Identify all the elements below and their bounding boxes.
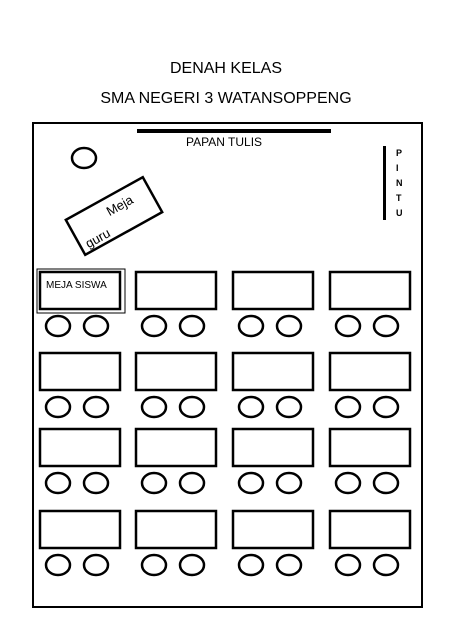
student-chair — [275, 471, 303, 495]
student-desk — [328, 351, 412, 392]
door — [383, 146, 386, 220]
student-desk — [38, 427, 122, 468]
student-chair — [237, 314, 265, 338]
student-desk — [38, 509, 122, 550]
student-desk-label: MEJA SISWA — [46, 280, 107, 291]
student-chair — [140, 553, 168, 577]
page-title: DENAH KELAS — [169, 60, 283, 77]
student-chair — [178, 395, 206, 419]
student-chair — [44, 314, 72, 338]
teacher-chair — [70, 146, 98, 170]
student-chair — [178, 471, 206, 495]
student-desk-label-frame — [36, 268, 126, 314]
student-chair — [372, 553, 400, 577]
student-chair — [44, 395, 72, 419]
student-chair — [275, 395, 303, 419]
student-chair — [44, 471, 72, 495]
student-chair — [372, 395, 400, 419]
student-chair — [140, 314, 168, 338]
student-desk — [134, 270, 218, 311]
student-chair — [237, 471, 265, 495]
student-chair — [334, 395, 362, 419]
student-chair — [334, 553, 362, 577]
door-letter: I — [396, 163, 399, 173]
student-chair — [372, 471, 400, 495]
student-chair — [334, 314, 362, 338]
student-desk — [328, 509, 412, 550]
student-chair — [334, 471, 362, 495]
student-chair — [140, 471, 168, 495]
student-chair — [178, 314, 206, 338]
student-chair — [82, 553, 110, 577]
student-desk — [134, 351, 218, 392]
student-chair — [237, 395, 265, 419]
student-desk — [134, 427, 218, 468]
student-desk — [328, 270, 412, 311]
whiteboard-label: PAPAN TULIS — [186, 135, 262, 149]
student-desk — [231, 427, 315, 468]
student-chair — [178, 553, 206, 577]
student-desk — [231, 351, 315, 392]
student-desk-grid: MEJA SISWA — [38, 270, 412, 577]
door-letter: N — [396, 178, 403, 188]
student-chair — [275, 314, 303, 338]
student-chair — [140, 395, 168, 419]
student-chair — [237, 553, 265, 577]
student-chair — [372, 314, 400, 338]
student-chair — [82, 395, 110, 419]
student-desk — [38, 270, 122, 311]
door-letter: P — [396, 148, 402, 158]
student-desk — [38, 351, 122, 392]
student-desk — [328, 427, 412, 468]
student-desk — [231, 509, 315, 550]
teacher-desk-box — [64, 175, 164, 257]
student-chair — [82, 314, 110, 338]
student-chair — [275, 553, 303, 577]
door-letter: U — [396, 208, 403, 218]
student-desk — [134, 509, 218, 550]
student-desk — [231, 270, 315, 311]
student-chair — [44, 553, 72, 577]
whiteboard — [137, 129, 331, 133]
classroom-outline — [32, 122, 423, 608]
teacher-desk: Meja guru — [64, 175, 164, 257]
student-chair — [82, 471, 110, 495]
page-subtitle: SMA NEGERI 3 WATANSOPPENG — [100, 90, 352, 107]
door-letter: T — [396, 193, 402, 203]
